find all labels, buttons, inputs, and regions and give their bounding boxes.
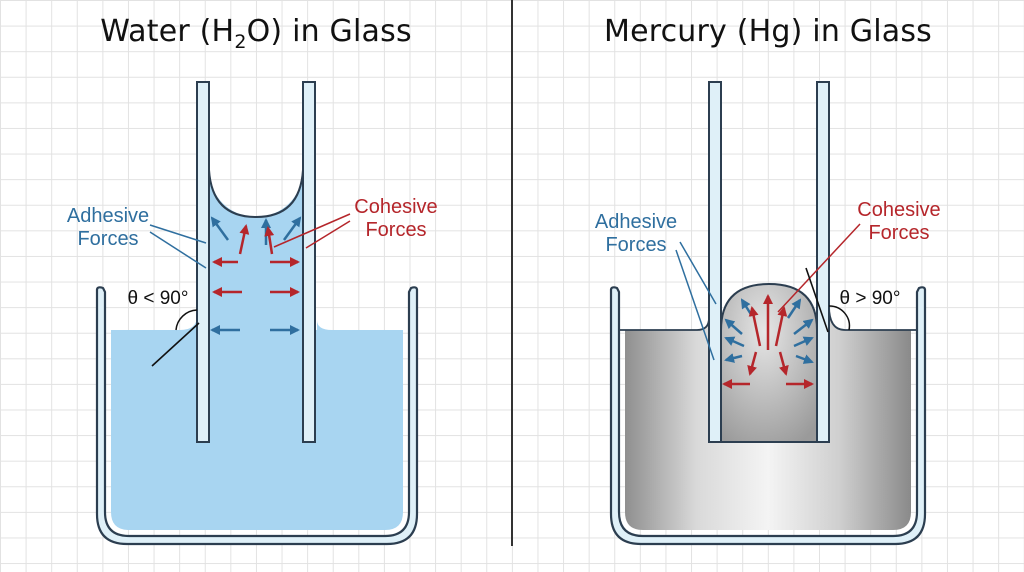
- mercury-adhesive-label-line1: Adhesive: [595, 211, 677, 233]
- water-title-end: O) in Glass: [246, 14, 412, 49]
- mercury-adhesive-arrow: [793, 318, 814, 335]
- water-labels: Adhesive Forces Cohesive Forces θ < 90°: [67, 196, 438, 367]
- mercury-tube-left-wall: [708, 81, 722, 443]
- mercury-capillary-tube: [708, 81, 830, 443]
- mercury-column-in-tube: [720, 282, 818, 443]
- water-contact-angle-arc: [175, 309, 198, 331]
- water-adhesive-arrow: [210, 216, 230, 241]
- water-adhesive-arrow: [282, 216, 302, 241]
- water-meniscus-concave: [208, 169, 304, 219]
- mercury-adhesive-label-line2: Forces: [605, 234, 666, 256]
- water-cohesive-label-line2: Forces: [365, 219, 426, 241]
- water-cohesive-label-line1: Cohesive: [354, 196, 437, 218]
- mercury-contact-angle-arc: [828, 305, 851, 331]
- mercury-adhesive-arrow: [724, 353, 743, 363]
- mercury-cohesive-arrow: [774, 306, 788, 347]
- water-beaker: [95, 286, 419, 546]
- mercury-force-arrows: [722, 294, 814, 389]
- water-column-in-tube: [209, 170, 303, 442]
- water-cohesive-arrow: [264, 226, 275, 255]
- mercury-contact-angle-line: [805, 267, 829, 333]
- water-adhesive-leader: [149, 231, 207, 269]
- mercury-adhesive-arrow: [724, 318, 743, 335]
- water-title-subscript: 2: [234, 31, 247, 53]
- mercury-adhesive-leader: [675, 249, 715, 361]
- mercury-cohesive-arrow: [747, 351, 758, 376]
- mercury-adhesive-arrow: [786, 298, 802, 319]
- water-tube-right-wall: [302, 81, 316, 443]
- mercury-contact-angle-label: θ > 90°: [840, 288, 901, 309]
- water-contact-angle-line: [151, 322, 200, 367]
- water-cohesive-leader: [273, 213, 351, 248]
- mercury-adhesive-arrow: [793, 336, 814, 348]
- water-tube-left-wall: [196, 81, 210, 443]
- mercury-adhesive-arrow: [724, 336, 745, 348]
- mercury-beaker: [609, 286, 927, 546]
- panel-divider: [511, 0, 513, 546]
- mercury-adhesive-leader: [679, 241, 717, 305]
- water-capillary-tube: [196, 81, 316, 443]
- mercury-cohesive-leader: [777, 223, 861, 313]
- mercury-cohesive-arrow: [778, 351, 789, 376]
- water-adhesive-leader: [149, 224, 207, 244]
- mercury-cohesive-arrow: [748, 306, 762, 347]
- mercury-tube-right-wall: [816, 81, 830, 443]
- water-adhesive-label-line2: Forces: [77, 228, 138, 250]
- mercury-cohesive-label-line2: Forces: [868, 222, 929, 244]
- mercury-panel-title: Mercury (Hg) in Glass: [603, 14, 932, 49]
- water-adhesive-label-line1: Adhesive: [67, 205, 149, 227]
- water-contact-angle-label: θ < 90°: [128, 288, 189, 309]
- water-force-arrows: [210, 216, 302, 335]
- water-cohesive-arrow: [238, 224, 250, 255]
- water-cohesive-leader: [305, 220, 351, 249]
- water-panel-title: Water (H2O) in Glass: [0, 14, 512, 53]
- mercury-labels: Adhesive Forces Cohesive Forces θ > 90°: [595, 199, 941, 361]
- water-title-main: Water (H: [100, 14, 235, 49]
- mercury-cohesive-label-line1: Cohesive: [857, 199, 940, 221]
- mercury-adhesive-arrow: [795, 354, 814, 364]
